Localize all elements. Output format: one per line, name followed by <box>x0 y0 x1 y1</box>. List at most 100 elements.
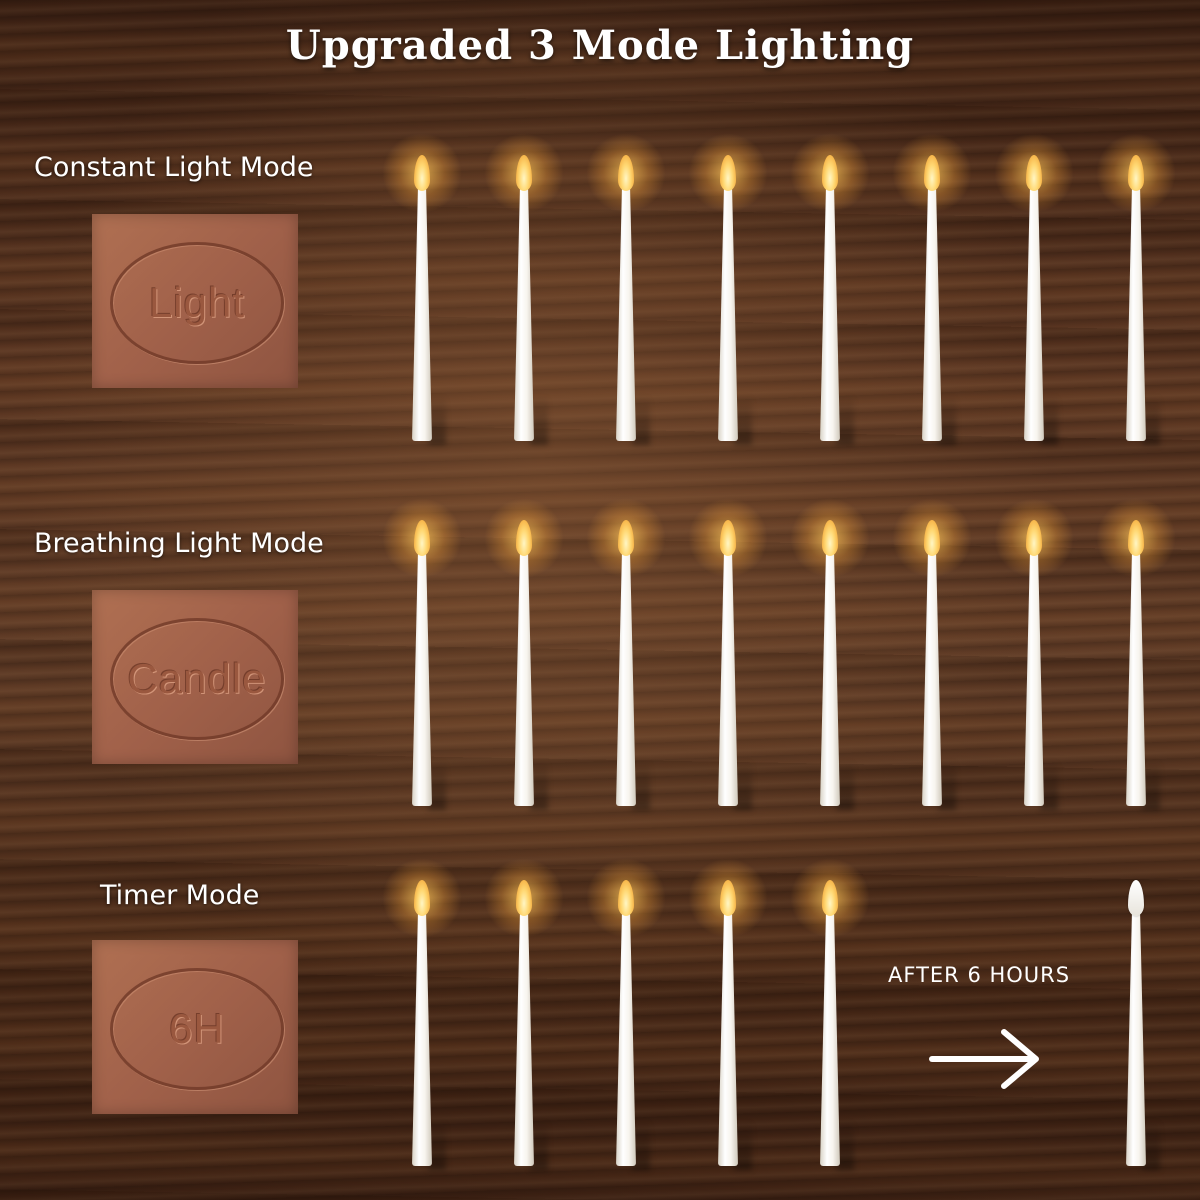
candle-shadow <box>428 395 446 445</box>
candle-lit <box>790 133 870 455</box>
candle-lit <box>586 858 666 1180</box>
flame-icon <box>414 880 430 916</box>
flame-icon <box>516 880 532 916</box>
candle-lit <box>484 498 564 820</box>
candle-lit <box>892 133 972 455</box>
candle-lit <box>790 498 870 820</box>
candle-body <box>412 550 432 806</box>
candle-shadow <box>938 395 956 445</box>
candle-shadow <box>836 760 854 810</box>
flame-icon <box>414 520 430 556</box>
candle-body <box>514 910 534 1166</box>
candle-lit <box>688 498 768 820</box>
mode-label-timer: Timer Mode <box>100 880 260 911</box>
mode-label-breathing: Breathing Light Mode <box>34 528 324 559</box>
light-button-tile: Light <box>92 214 298 388</box>
candle-shadow <box>1142 395 1160 445</box>
candle-body <box>1126 185 1146 441</box>
flame-icon <box>822 520 838 556</box>
flame-icon <box>618 155 634 191</box>
candle-lit <box>790 858 870 1180</box>
candle-shadow <box>836 395 854 445</box>
flame-icon <box>1026 155 1042 191</box>
candle-shadow <box>1040 760 1058 810</box>
flame-icon <box>822 155 838 191</box>
arrow-right-icon <box>929 1029 1039 1089</box>
candle-body <box>820 185 840 441</box>
candle-body <box>922 185 942 441</box>
flame-icon <box>1128 155 1144 191</box>
candle-shadow <box>938 760 956 810</box>
candle-body <box>514 550 534 806</box>
candle-lit <box>484 858 564 1180</box>
candle-shadow <box>1142 1120 1160 1170</box>
flame-icon <box>516 520 532 556</box>
button-oval: Light <box>110 242 284 364</box>
button-text-light: Light <box>148 279 246 326</box>
candle-lit <box>382 858 462 1180</box>
candle-body <box>820 550 840 806</box>
mode-label-constant: Constant Light Mode <box>34 152 314 183</box>
flame-icon <box>414 155 430 191</box>
candle-lit <box>586 133 666 455</box>
flame-icon <box>618 880 634 916</box>
flame-icon <box>618 520 634 556</box>
candle-off <box>1116 880 1160 1180</box>
button-oval: 6H <box>110 968 284 1090</box>
candle-button-tile: Candle <box>92 590 298 764</box>
candle-lit <box>688 133 768 455</box>
flame-icon <box>1026 520 1042 556</box>
candle-body <box>412 185 432 441</box>
flame-icon <box>720 520 736 556</box>
flame-icon <box>924 155 940 191</box>
candle-shadow <box>1040 395 1058 445</box>
candle-body <box>1126 910 1146 1166</box>
candle-lit <box>994 498 1074 820</box>
candle-body <box>718 910 738 1166</box>
candle-body <box>616 910 636 1166</box>
unlit-flame-icon <box>1128 880 1144 916</box>
candle-shadow <box>734 395 752 445</box>
flame-icon <box>822 880 838 916</box>
candle-body <box>1024 185 1044 441</box>
candle-shadow <box>734 760 752 810</box>
candle-lit <box>892 498 972 820</box>
candle-lit <box>688 858 768 1180</box>
candle-shadow <box>530 1120 548 1170</box>
candle-shadow <box>632 1120 650 1170</box>
candle-lit <box>586 498 666 820</box>
candle-body <box>1126 550 1146 806</box>
candle-shadow <box>530 760 548 810</box>
flame-icon <box>924 520 940 556</box>
after-hours-label: AFTER 6 HOURS <box>888 963 1071 987</box>
flame-icon <box>1128 520 1144 556</box>
candle-shadow <box>734 1120 752 1170</box>
candle-body <box>412 910 432 1166</box>
candle-shadow <box>530 395 548 445</box>
candle-shadow <box>836 1120 854 1170</box>
candle-shadow <box>632 395 650 445</box>
candle-body <box>718 550 738 806</box>
candle-body <box>616 185 636 441</box>
candle-body <box>922 550 942 806</box>
candle-shadow <box>428 1120 446 1170</box>
flame-icon <box>720 880 736 916</box>
candle-body <box>1024 550 1044 806</box>
candle-lit <box>1096 133 1176 455</box>
candle-shadow <box>428 760 446 810</box>
candle-lit <box>1096 498 1176 820</box>
candle-body <box>718 185 738 441</box>
flame-icon <box>720 155 736 191</box>
candle-lit <box>382 498 462 820</box>
candle-shadow <box>1142 760 1160 810</box>
page-title: Upgraded 3 Mode Lighting <box>285 22 915 69</box>
candle-body <box>616 550 636 806</box>
button-oval: Candle <box>110 618 284 740</box>
candle-body <box>514 185 534 441</box>
candle-body <box>820 910 840 1166</box>
button-text-candle: Candle <box>127 655 267 702</box>
candle-lit <box>382 133 462 455</box>
button-text-timer: 6H <box>169 1005 225 1052</box>
candle-shadow <box>632 760 650 810</box>
timer-button-tile: 6H <box>92 940 298 1114</box>
